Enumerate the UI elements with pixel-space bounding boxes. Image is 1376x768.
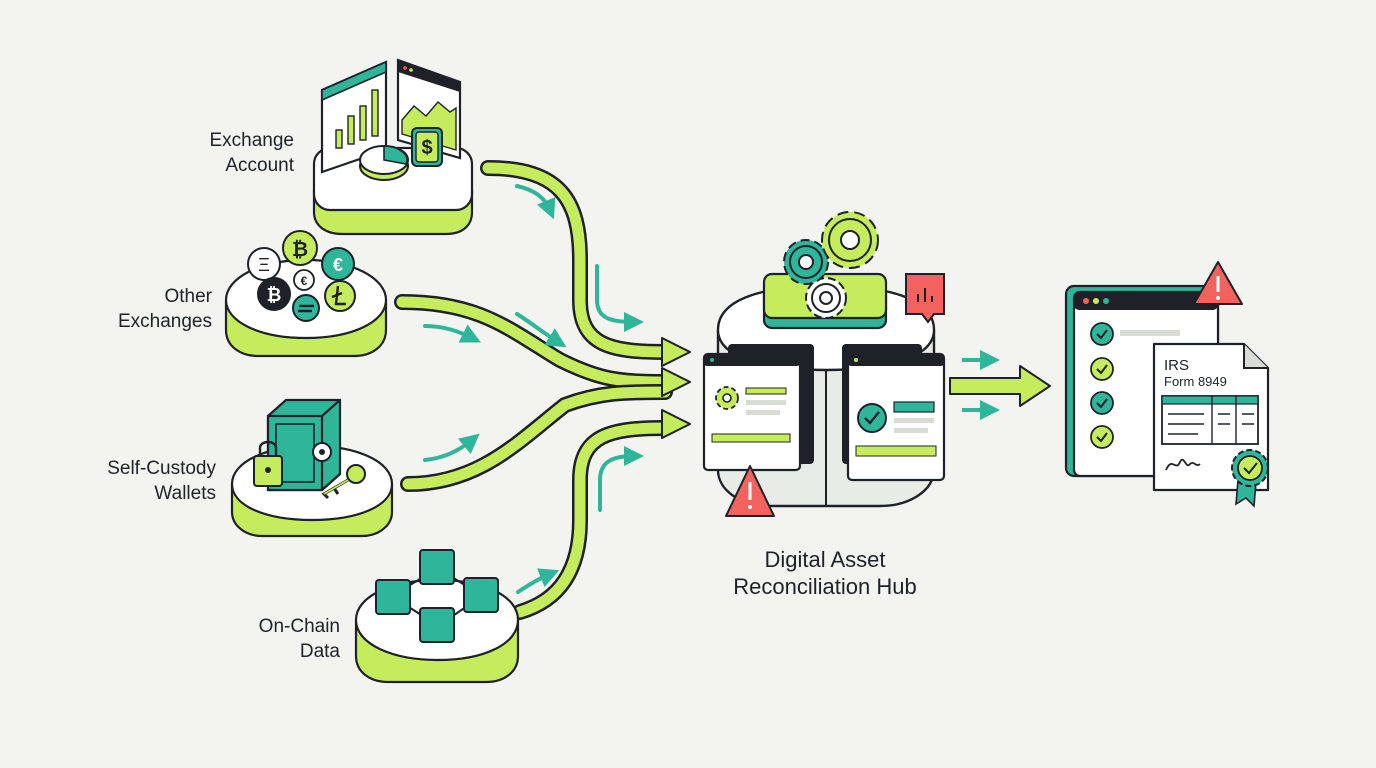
label-line: Exchange bbox=[209, 130, 294, 151]
source-label-self-custody: Self-Custody Wallets bbox=[0, 456, 216, 506]
check-icon bbox=[1090, 391, 1114, 415]
label-line: Account bbox=[225, 155, 294, 176]
safe-icon bbox=[266, 398, 342, 492]
flow-arrows bbox=[394, 160, 673, 620]
padlock-icon bbox=[253, 440, 283, 487]
dollar-icon: $ bbox=[421, 137, 432, 159]
euro-coin: € bbox=[321, 247, 355, 281]
check-icon bbox=[1090, 425, 1114, 449]
signature-mark bbox=[1165, 458, 1201, 471]
accent-arrows bbox=[423, 184, 644, 594]
report-form-title-line1: IRS bbox=[1164, 357, 1189, 374]
litecoin-coin bbox=[324, 280, 356, 312]
source-label-exchange-account: Exchange Account bbox=[74, 128, 294, 178]
reconciliation-hub bbox=[702, 211, 946, 517]
output-arrows bbox=[949, 350, 1051, 420]
eth-coin: Ξ bbox=[247, 247, 281, 281]
key-icon bbox=[321, 464, 366, 500]
label-line: On-Chain bbox=[258, 616, 340, 637]
source-label-other-exchanges: Other Exchanges bbox=[0, 284, 212, 334]
check-icon bbox=[1090, 357, 1114, 381]
warning-icon bbox=[725, 465, 775, 517]
gear-icon-teal bbox=[783, 239, 829, 285]
report-form-title-line2: Form 8949 bbox=[1164, 374, 1227, 389]
hub-title-line2: Reconciliation Hub bbox=[733, 574, 917, 599]
label-line: Wallets bbox=[154, 483, 216, 504]
label-line: Self-Custody bbox=[107, 458, 216, 479]
gear-icon-lime bbox=[821, 211, 879, 269]
label-line: Other bbox=[164, 286, 212, 307]
btc-coin-dark: ₿ bbox=[257, 277, 291, 311]
hub-title-line1: Digital Asset bbox=[764, 547, 886, 572]
euro-icon: € bbox=[333, 255, 343, 275]
on-chain-node bbox=[354, 549, 520, 684]
gear-icon-panel bbox=[715, 386, 739, 410]
block-cubes bbox=[375, 549, 499, 643]
source-label-on-chain: On-Chain Data bbox=[120, 614, 340, 664]
check-icon bbox=[1090, 322, 1114, 346]
check-circle-icon bbox=[857, 403, 887, 433]
euro-small-icon: € bbox=[301, 274, 308, 288]
irs-form-document bbox=[1152, 342, 1270, 508]
checklist bbox=[1090, 322, 1180, 449]
ethereum-icon: Ξ bbox=[258, 255, 270, 275]
warning-icon-report bbox=[1193, 261, 1243, 305]
gear-icon bbox=[805, 277, 847, 319]
bitcoin-dark-icon: ₿ bbox=[267, 285, 282, 305]
arrow-heads bbox=[661, 337, 691, 439]
bitcoin-icon: ₿ bbox=[292, 239, 308, 261]
seal-badge-icon bbox=[1231, 449, 1269, 508]
exchange-account-node: $ bbox=[312, 58, 474, 236]
other-exchanges-node: Ξ ₿ € € ₿ bbox=[224, 230, 388, 358]
dash-coin bbox=[292, 294, 320, 322]
dash-icon bbox=[298, 304, 314, 313]
btc-coin-top: ₿ bbox=[282, 230, 318, 266]
litecoin-icon bbox=[331, 285, 346, 306]
euro-coin-small: € bbox=[293, 269, 315, 291]
hub-title: Digital Asset Reconciliation Hub bbox=[700, 546, 950, 600]
self-custody-node bbox=[230, 398, 394, 538]
label-line: Data bbox=[299, 641, 340, 662]
alert-chart-badge bbox=[905, 273, 945, 324]
label-line: Exchanges bbox=[117, 311, 212, 332]
